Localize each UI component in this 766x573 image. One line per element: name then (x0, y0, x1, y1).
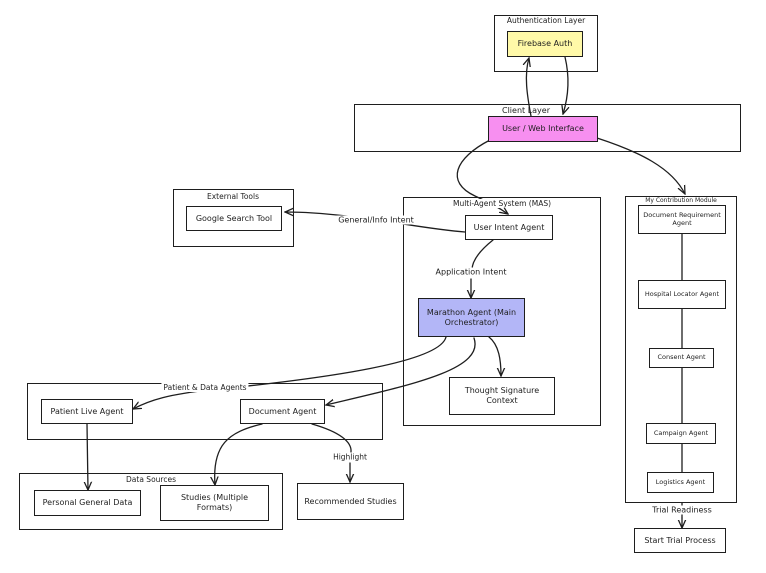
marathon-agent-node: Marathon Agent (Main Orchestrator) (418, 298, 525, 337)
google-search-node: Google Search Tool (186, 206, 282, 231)
logistics-agent-node: Logistics Agent (647, 472, 714, 493)
external-tools-label: External Tools (207, 192, 259, 201)
document-agent-node: Document Agent (240, 399, 325, 424)
data-sources-label: Data Sources (124, 475, 178, 484)
firebase-auth-node: Firebase Auth (507, 31, 583, 57)
patient-data-label: Patient & Data Agents (161, 383, 249, 392)
edge-firebase-to-web (563, 56, 568, 114)
auth-layer-group (494, 15, 598, 72)
mas-group (403, 197, 601, 426)
client-layer-label: Client Layer (501, 106, 551, 115)
data-sources-group (19, 473, 283, 530)
hospital-locator-node: Hospital Locator Agent (638, 280, 726, 309)
external-tools-group (173, 189, 294, 247)
edge-web-to-contribution (596, 137, 685, 194)
personal-data-node: Personal General Data (34, 490, 141, 516)
contribution-group (625, 196, 737, 503)
user-intent-node: User Intent Agent (465, 215, 553, 240)
contribution-label: My Contribution Module (643, 197, 719, 204)
recommended-studies-node: Recommended Studies (297, 483, 404, 520)
application-intent-edge-label: Application Intent (433, 267, 509, 277)
doc-requirement-node: Document Requirement Agent (638, 205, 726, 234)
consent-agent-node: Consent Agent (649, 348, 714, 368)
mas-label: Multi-Agent System (MAS) (450, 199, 554, 208)
edge-document-to-recommended (311, 423, 352, 453)
auth-layer-label: Authentication Layer (506, 16, 586, 25)
studies-node: Studies (Multiple Formats) (160, 485, 269, 521)
edge-patient-to-personal (87, 423, 88, 490)
campaign-agent-node: Campaign Agent (646, 423, 716, 444)
general-info-edge-label: General/Info Intent (336, 215, 416, 225)
edge-marathon-to-document (326, 337, 476, 405)
trial-readiness-edge-label: Trial Readiness (650, 505, 714, 515)
edge-marathon-to-thought (488, 336, 501, 376)
edge-web-to-firebase (526, 58, 532, 117)
client-layer-group (354, 104, 741, 152)
highlight-edge-label: Highlight (331, 452, 369, 462)
web-interface-node: User / Web Interface (488, 116, 598, 142)
patient-live-node: Patient Live Agent (41, 399, 133, 424)
thought-signature-node: Thought Signature Context (449, 377, 555, 415)
start-trial-node: Start Trial Process (634, 528, 726, 553)
